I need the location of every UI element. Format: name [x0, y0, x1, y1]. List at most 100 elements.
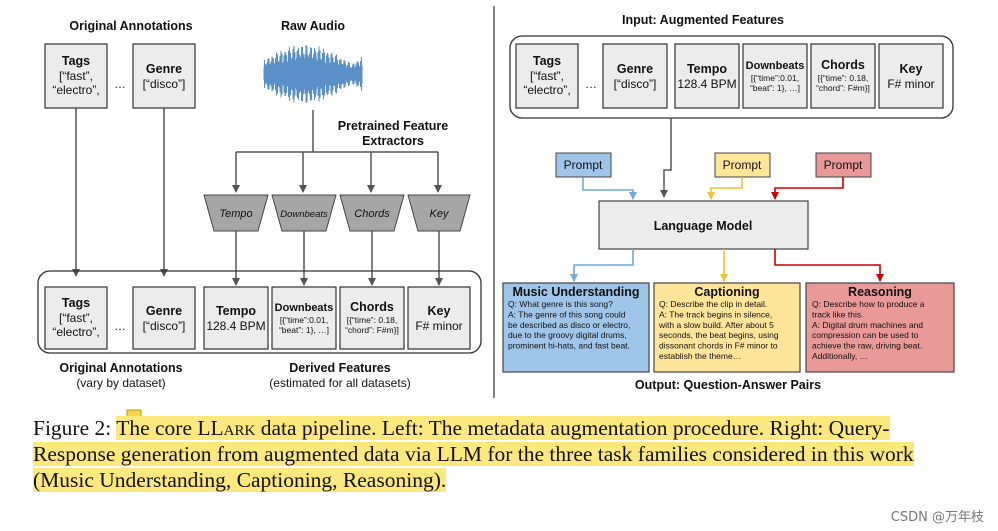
captioning-box: [653, 282, 801, 373]
genre-box-bottom: [132, 286, 196, 350]
tags-title-top: Tags: [62, 54, 90, 68]
tempo-title: Tempo: [216, 304, 256, 318]
chords-title: Chords: [350, 300, 394, 314]
reasoning-line: compression can be used to: [812, 330, 919, 340]
music-understanding-line: be described as disco or electro,: [508, 320, 630, 330]
original-annotations-sublabel: (vary by dataset): [76, 376, 165, 390]
r-downbeats-line1: [{“time”:0.01,: [751, 73, 799, 83]
captioning-line: A: The track begins in silence,: [659, 309, 772, 319]
original-annotations-title: Original Annotations: [69, 19, 192, 33]
pretrained-title-2: Extractors: [362, 134, 424, 148]
caption-figure-number: Figure 2:: [33, 416, 117, 440]
tags-line1-bottom: [“fast”,: [59, 311, 93, 325]
chords-extractor-label: Chords: [354, 208, 390, 220]
raw-audio-title: Raw Audio: [281, 19, 345, 33]
key-value: F# minor: [415, 319, 462, 333]
tags-line2-bottom: “electro”,: [52, 325, 99, 339]
input-arrow: [660, 118, 672, 198]
chords-box: [339, 286, 405, 350]
reasoning-line: Additionally, …: [812, 351, 868, 361]
language-model-box: [598, 200, 809, 250]
key-title: Key: [428, 304, 451, 318]
derived-features-label: Derived Features: [289, 361, 390, 375]
ellipsis-top: …: [114, 77, 126, 91]
captioning-line: establish the theme…: [659, 351, 741, 361]
r-chords-line1: [{“time”: 0.18,: [818, 73, 869, 83]
tempo-extractor-label: Tempo: [219, 208, 252, 220]
captioning-line: with a slow build. After about 5: [658, 320, 774, 330]
waveform-icon: [262, 38, 364, 110]
prompt-red-label: Prompt: [824, 158, 863, 172]
figure-caption: Figure 2: The core LLark data pipeline. …: [33, 415, 963, 493]
tempo-box: [203, 286, 269, 350]
watermark: CSDN @万年枝: [890, 510, 984, 525]
downbeats-title: Downbeats: [275, 302, 334, 314]
ellipsis-bottom: …: [114, 319, 126, 333]
output-title: Output: Question-Answer Pairs: [635, 378, 821, 392]
r-tempo-value: 128.4 BPM: [677, 77, 736, 91]
pipeline-diagram: .ttl { font-family:"Liberation Sans", sa…: [37, 6, 955, 398]
r-key-box: [878, 43, 944, 109]
reasoning-title: Reasoning: [848, 285, 912, 299]
downbeats-line1: [{“time”:0.01,: [280, 315, 328, 325]
tags-box-top: [44, 43, 108, 109]
reasoning-line: Q: Describe how to produce a: [812, 299, 925, 309]
caption-highlighted-text: The core LLark data pipeline. Left: The …: [33, 416, 914, 492]
chords-line1: [{“time”: 0.18,: [347, 315, 398, 325]
r-tempo-title: Tempo: [687, 62, 727, 76]
captioning-title: Captioning: [694, 285, 759, 299]
music-understanding-title: Music Understanding: [512, 285, 639, 299]
prompt-yellow-label: Prompt: [723, 158, 762, 172]
r-chords-line2: “chord”: F#m}]: [816, 83, 870, 93]
r-tags-line1: [“fast”,: [530, 69, 564, 83]
prompt-blue: [555, 152, 612, 178]
r-downbeats-line2: “beat”: 1}, …]: [750, 83, 800, 93]
r-tags-line2: “electro”,: [523, 83, 570, 97]
original-annotations-label: Original Annotations: [59, 361, 182, 375]
r-ellipsis: …: [585, 77, 597, 91]
chords-line2: “chord”: F#m}]: [345, 325, 399, 335]
r-genre-title: Genre: [617, 62, 653, 76]
augmented-features-container: [509, 35, 954, 119]
music-understanding-line: Q: What genre is this song?: [508, 299, 613, 309]
caption-text-a: The core LL: [116, 416, 224, 440]
downbeats-line2: “beat”: 1}, …]: [279, 325, 329, 335]
r-tempo-box: [674, 43, 740, 109]
genre-title-bottom: Genre: [146, 304, 182, 318]
reasoning-line: track like this.: [812, 309, 864, 319]
pretrained-title-1: Pretrained Feature: [338, 119, 449, 133]
r-genre-line1: [“disco”]: [614, 77, 657, 91]
caption-text-c: data pipeline. Left: The metadata augmen…: [33, 416, 914, 492]
reasoning-line: achieve the raw, driving beat.: [812, 341, 922, 351]
reasoning-box: [805, 282, 955, 373]
captioning-line: Q: Describe the clip in detail.: [659, 299, 767, 309]
genre-title-top: Genre: [146, 62, 182, 76]
music-understanding-line: due to the groovy digital drums,: [508, 330, 627, 340]
r-chords-title: Chords: [821, 58, 865, 72]
genre-line1-bottom: [“disco”]: [143, 319, 186, 333]
chords-extractor: [339, 194, 405, 232]
caption-text-b: ark: [223, 416, 256, 440]
language-model-label: Language Model: [654, 219, 753, 233]
music-understanding-line: prominent hi-hats, and fast beat.: [508, 341, 630, 351]
prompt-blue-label: Prompt: [564, 158, 603, 172]
reasoning-line: A: Digital drum machines and: [812, 320, 923, 330]
derived-features-sublabel: (estimated for all datasets): [269, 376, 410, 390]
input-title: Input: Augmented Features: [622, 13, 784, 27]
downbeats-box: [271, 286, 337, 350]
key-box: [407, 286, 471, 350]
music-understanding-line: A: The genre of this song could: [508, 309, 626, 319]
captioning-line: seconds, the beat begins, using: [659, 330, 779, 340]
genre-line1-top: [“disco”]: [143, 77, 186, 91]
tags-box-bottom: [44, 286, 108, 350]
genre-box-top: [132, 43, 196, 109]
tags-line2-top: “electro”,: [52, 83, 99, 97]
r-key-value: F# minor: [887, 77, 934, 91]
r-genre-box: [602, 43, 668, 109]
tempo-value: 128.4 BPM: [206, 319, 265, 333]
r-key-title: Key: [900, 62, 923, 76]
downbeats-extractor: [271, 194, 337, 232]
r-chords-box: [810, 43, 876, 109]
downbeats-extractor-label: Downbeats: [280, 209, 328, 220]
r-downbeats-box: [742, 43, 808, 109]
